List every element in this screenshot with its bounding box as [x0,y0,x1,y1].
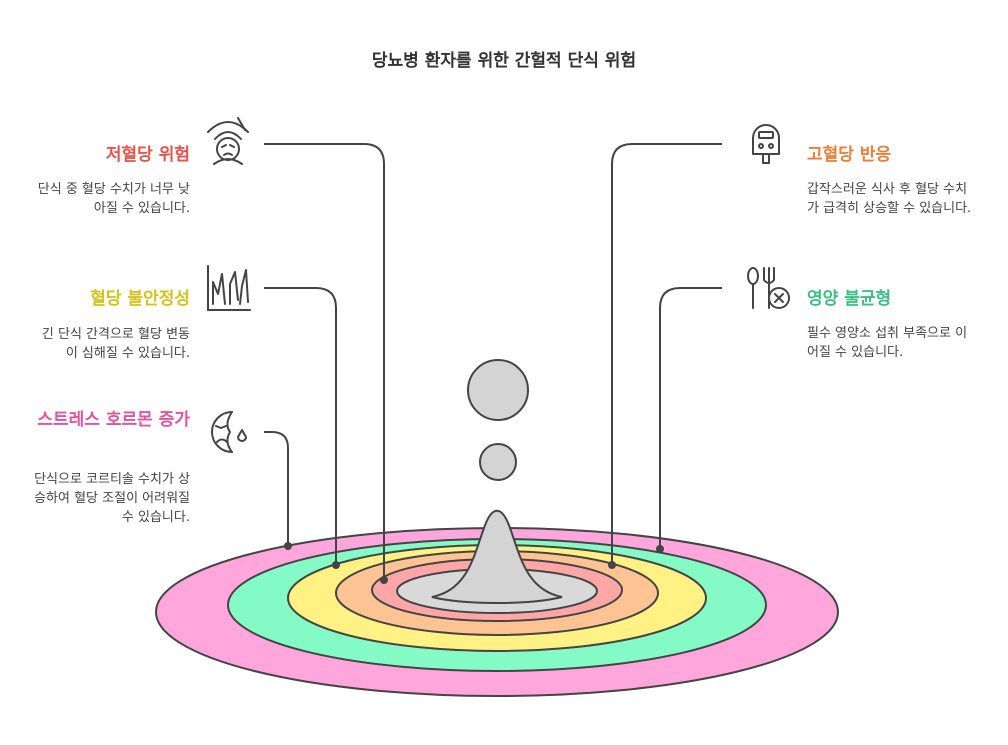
fluctuation-bars-icon [207,265,251,311]
label-stress: 스트레스 호르몬 증가 [37,410,190,430]
diagram-title: 당뇨병 환자를 위한 간헐적 단식 위험 [371,51,637,71]
no-food-utensils-icon [747,267,790,309]
fainting-face-icon [207,117,249,165]
connector-dot-instability [332,561,340,569]
desc-hypoglycemia: 단식 중 혈당 수치가 너무 낮아질 수 있습니다. [37,182,190,216]
connector-nutrition [659,287,722,549]
splash-peak [431,509,563,604]
connector-dot-hyperglycemia [608,561,616,569]
connector-dot-stress [284,542,292,550]
sad-crying-face-icon [211,411,247,453]
desc-instability: 긴 단식 간격으로 혈당 변동이 심해질 수 있습니다. [41,327,190,361]
label-hyperglycemia: 고혈당 반응 [807,145,892,165]
connector-instability [264,287,337,565]
label-hypoglycemia: 저혈당 위험 [105,145,190,165]
glucose-meter-icon [752,124,780,164]
connector-stress [264,431,289,546]
droplet-small [479,443,517,481]
connector-hyperglycemia [611,143,722,565]
connector-hypoglycemia [264,143,385,580]
label-instability: 혈당 불안정성 [90,289,190,309]
connector-dot-nutrition [656,545,664,553]
desc-nutrition: 필수 영양소 섭취 부족으로 이어질 수 있습니다. [807,326,968,360]
connector-dot-hypoglycemia [380,576,388,584]
label-nutrition: 영양 불균형 [807,289,892,309]
droplet-large [467,359,529,421]
desc-hyperglycemia: 갑작스러운 식사 후 혈당 수치가 급격히 상승할 수 있습니다. [807,182,972,216]
desc-stress: 단식으로 코르티솔 수치가 상승하여 혈당 조절이 어려워질 수 있습니다. [34,472,190,525]
